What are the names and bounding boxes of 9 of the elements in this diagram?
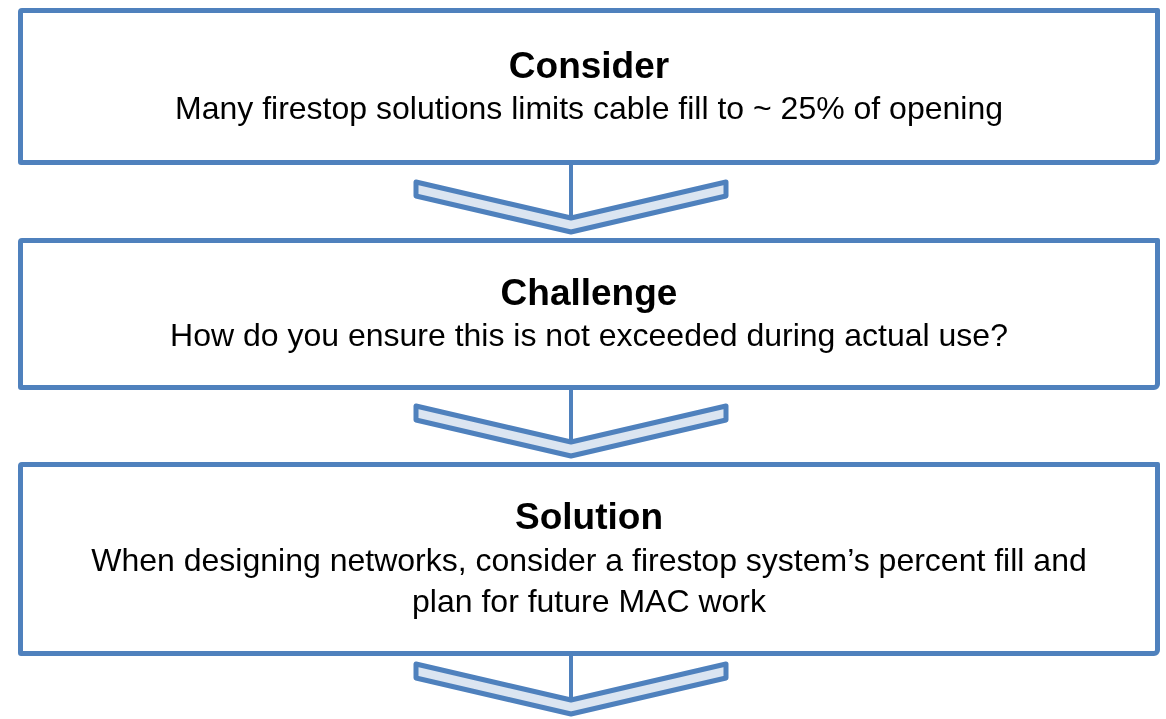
process-box bbox=[18, 8, 1160, 165]
box-heading: Challenge bbox=[500, 271, 678, 315]
box-text: When designing networks, consider a firestop system’s percent fill and plan for future MAC work bbox=[90, 540, 1088, 622]
process-box bbox=[18, 462, 1160, 656]
box-heading: Solution bbox=[515, 495, 663, 540]
process-box bbox=[18, 238, 1160, 390]
box-heading: Consider bbox=[508, 43, 670, 88]
box-text: Many firestop solutions limits cable fill to ~ 25% of opening bbox=[174, 88, 1004, 128]
box-text: How do you ensure this is not exceeded during actual use? bbox=[169, 316, 1009, 356]
